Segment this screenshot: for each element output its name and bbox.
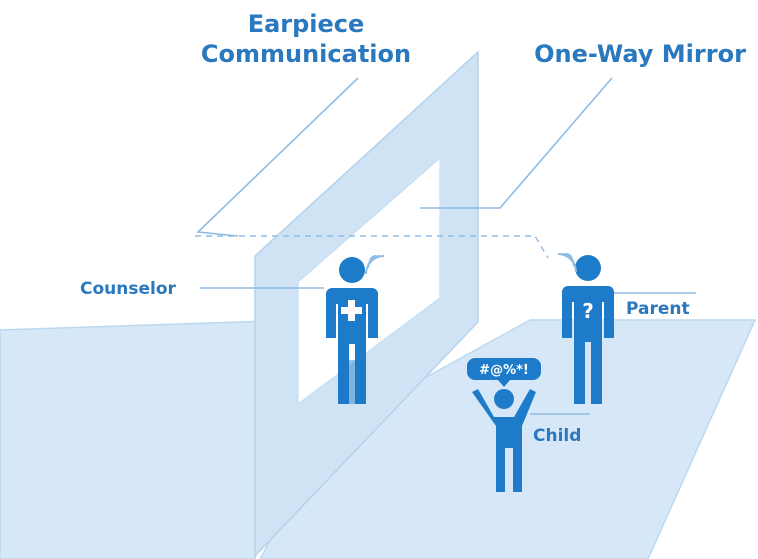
speech-bubble-icon: #@%*!	[467, 358, 541, 387]
earpiece-title-line2: Communication	[201, 40, 411, 68]
counselor-room-floor	[0, 319, 301, 559]
earpiece-pointer-line	[196, 77, 359, 237]
wifi-signal-icon	[365, 255, 385, 275]
mirror-window	[297, 156, 441, 406]
parent-figure: ?	[562, 255, 614, 404]
counselor-figure	[326, 257, 378, 404]
counselor-label: Counselor	[80, 279, 177, 299]
question-mark-icon: ?	[582, 299, 594, 323]
mirror-pointer-line	[420, 77, 613, 209]
earpiece-link-dashed	[195, 235, 549, 259]
child-figure	[472, 389, 536, 492]
mirror-title: One-Way Mirror	[534, 40, 746, 68]
parent-label: Parent	[626, 299, 690, 319]
speech-bubble-text: #@%*!	[479, 363, 529, 378]
child-label: Child	[533, 426, 581, 446]
earpiece-title-line1: Earpiece	[248, 10, 365, 38]
parent-wifi-signal-icon	[557, 253, 577, 273]
